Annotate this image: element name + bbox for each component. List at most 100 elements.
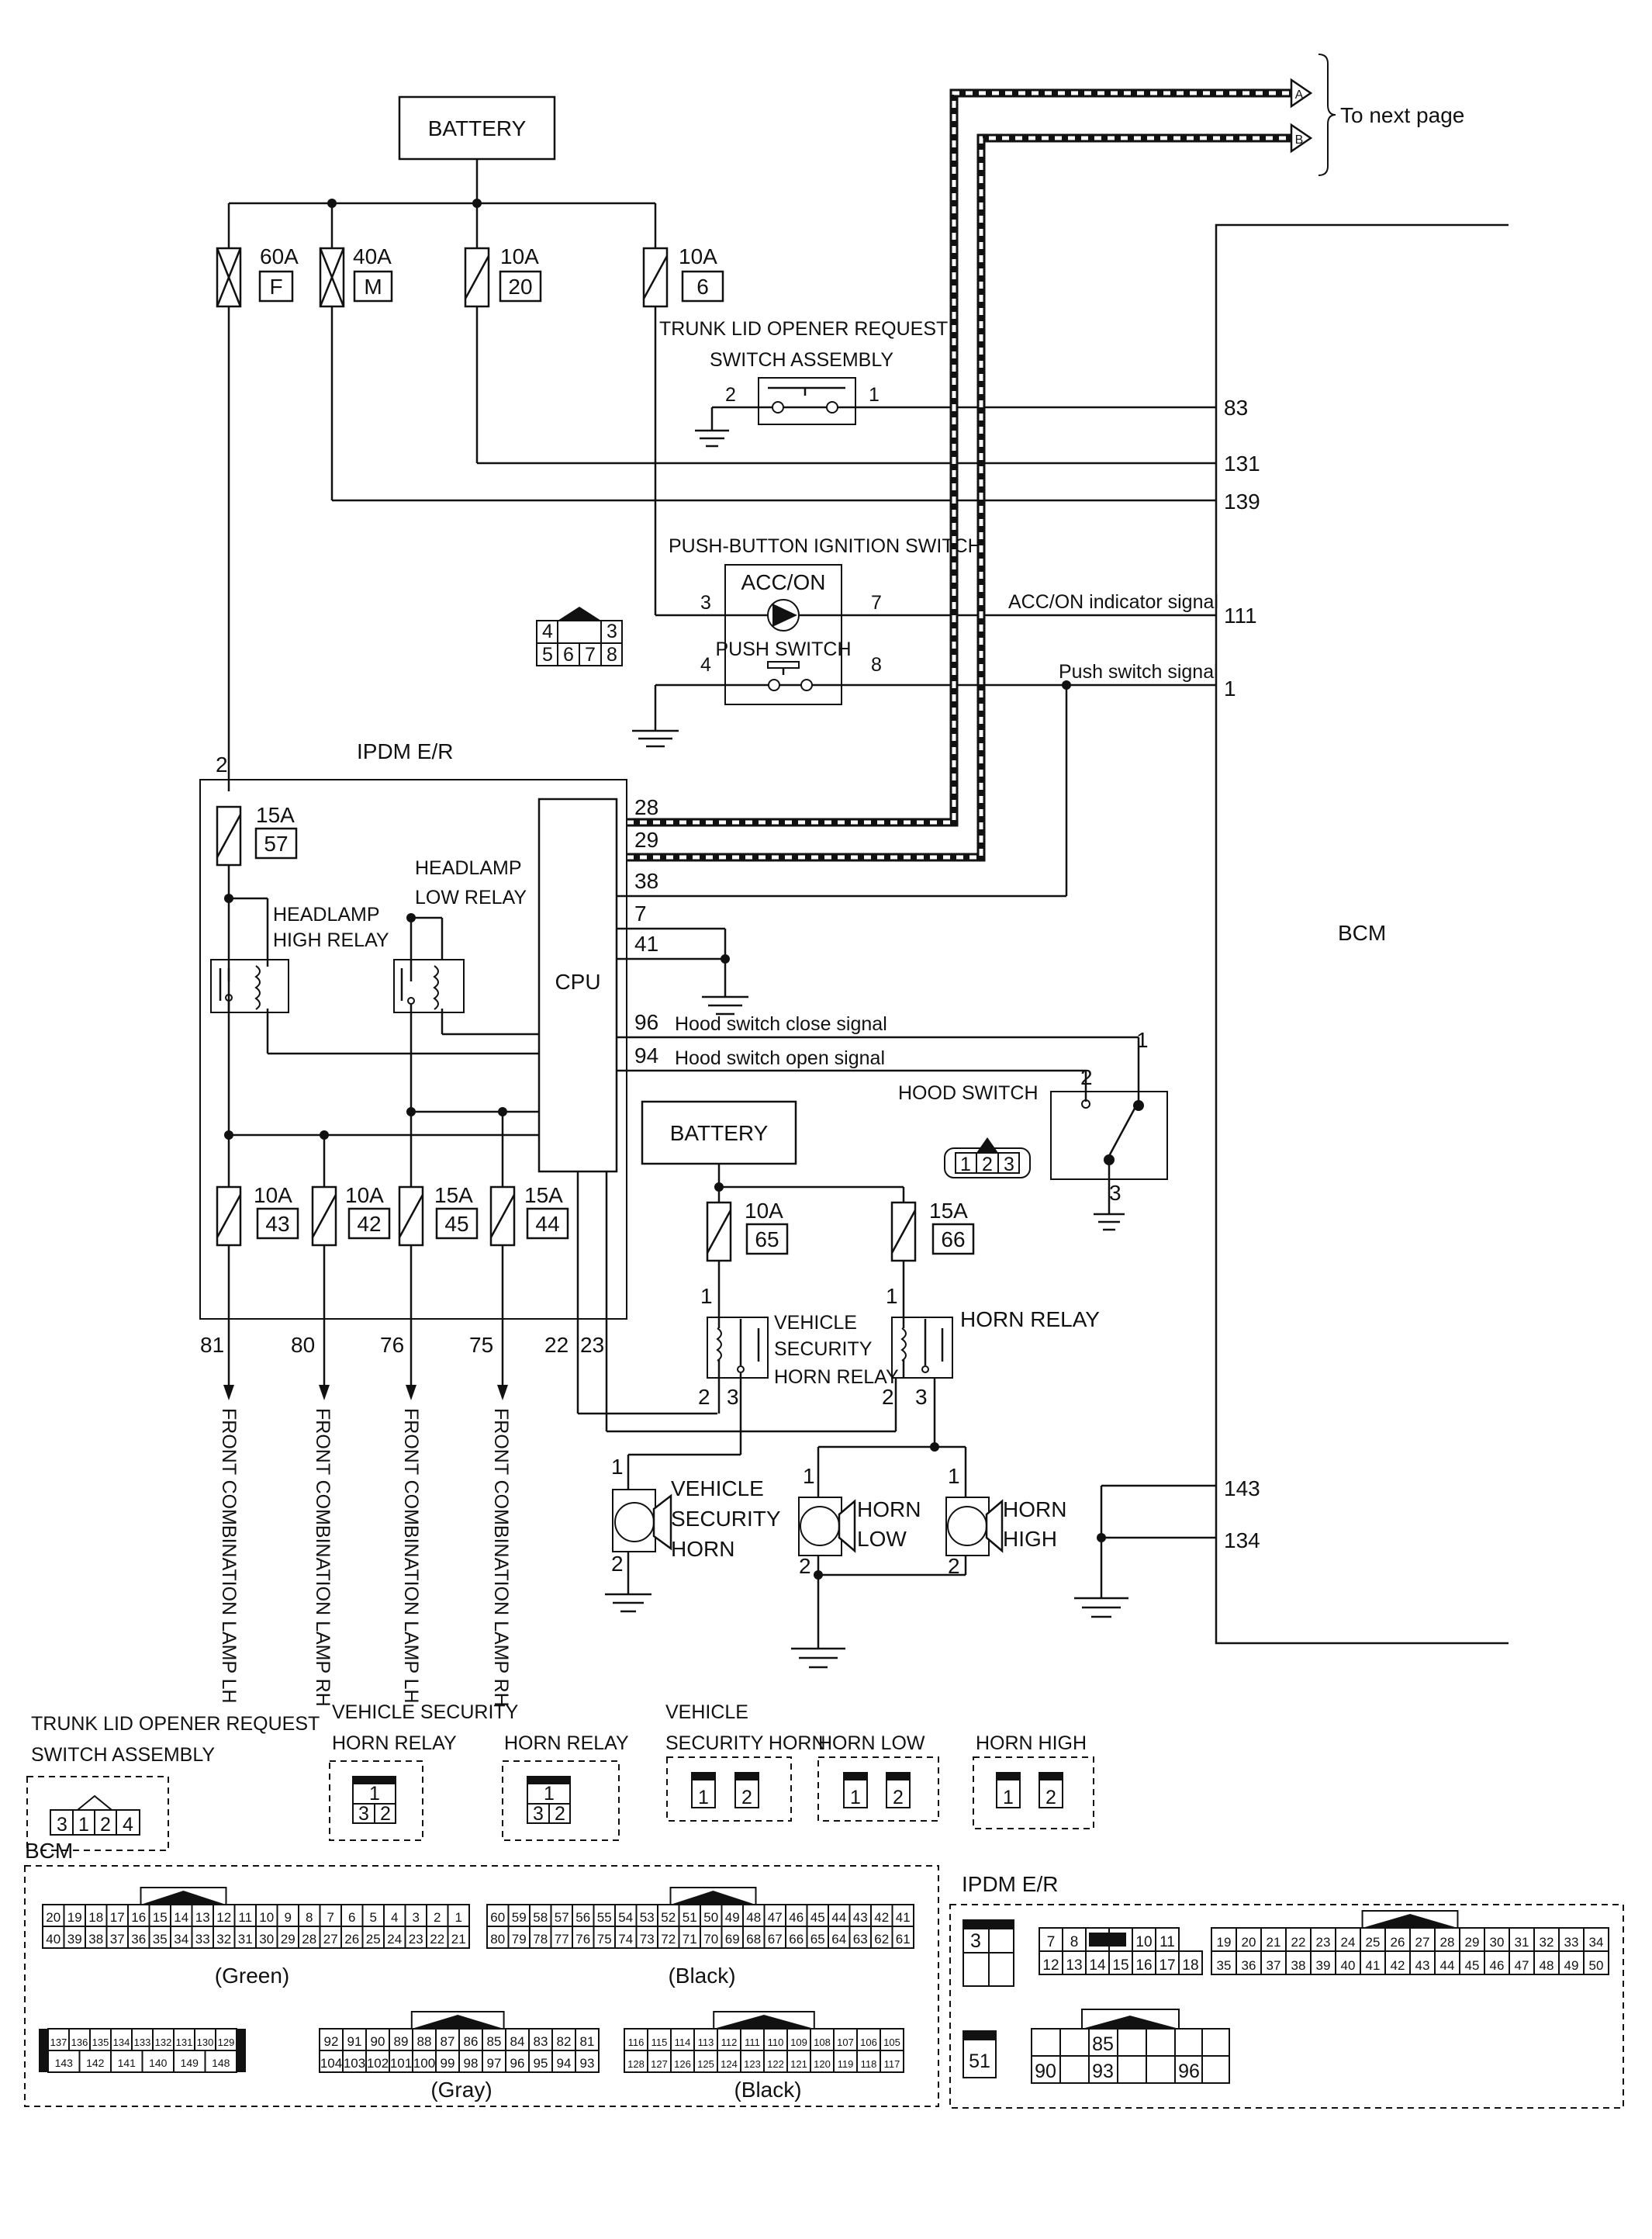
pin-label: 8 [306, 1910, 313, 1925]
fuse-amp: 10A [500, 244, 539, 268]
pin-label: 122 [767, 2058, 784, 2070]
fuse-65: 10A 65 [706, 1199, 789, 1262]
pin-label: 3 [57, 1814, 67, 1836]
pin-label: 60 [490, 1910, 505, 1925]
battery-mid [641, 1100, 797, 1165]
pin-label: 38 [1291, 1958, 1306, 1973]
pin-label: 93 [1092, 2061, 1114, 2082]
pin-label: 7 [634, 901, 647, 926]
pin-label: 2 [216, 753, 228, 777]
battery-mid-label: BATTERY [670, 1121, 769, 1145]
pin-label: 71 [683, 1932, 697, 1947]
pin-label: 46 [789, 1910, 804, 1925]
pin-cell [1178, 1950, 1203, 1975]
pin-label: 101 [390, 2056, 412, 2071]
connector-horn-relay: HORN RELAY 1 3 2 [502, 1732, 629, 1841]
pin-label: 143 [1224, 1476, 1260, 1500]
pin-label: 1 [1003, 1787, 1014, 1808]
pin-label: 82 [557, 2034, 572, 2049]
pin-label: 41 [1366, 1958, 1381, 1973]
push-switch-label: PUSH SWITCH [716, 638, 852, 660]
pin-label: 85 [1092, 2033, 1114, 2055]
pin-label: 34 [1589, 1935, 1604, 1950]
lamp-label: FRONT COMBINATION LAMP LH [400, 1408, 422, 1704]
pin-label: 28 [1440, 1935, 1455, 1950]
pin-label: 2 [893, 1787, 904, 1808]
pin-label: 96 [634, 1010, 658, 1034]
connector-title: VEHICLE [665, 1701, 748, 1723]
pin-label: 37 [110, 1932, 125, 1947]
pin-label: 2 [799, 1554, 811, 1578]
pin-label: 102 [367, 2056, 389, 2071]
pin-label: 117 [884, 2058, 900, 2070]
vehicle-security-horn: 1 2 VEHICLE SECURITY HORN [605, 1455, 781, 1613]
pin-label: 83 [1224, 396, 1248, 420]
pin-label: 75 [469, 1333, 493, 1357]
pin-label: 47 [1515, 1958, 1529, 1973]
pin-label: 3 [727, 1385, 739, 1409]
connector-color-label: (Gray) [430, 2078, 492, 2102]
pin-label: 97 [487, 2056, 502, 2071]
pin-cell [447, 1926, 470, 1949]
pin-label: 45 [1465, 1958, 1480, 1973]
pin-label: 149 [181, 2057, 199, 2069]
pin-label: 135 [92, 2037, 109, 2048]
pin-label: 44 [1440, 1958, 1455, 1973]
pin-label: 116 [628, 2037, 645, 2048]
pin-label: 1 [869, 384, 880, 406]
relay-label: VEHICLE [774, 1312, 857, 1334]
pin-label: 28 [302, 1932, 316, 1947]
pin-label: 86 [464, 2034, 479, 2049]
pin-label: 41 [896, 1910, 911, 1925]
connector-vs-horn: VEHICLE SECURITY HORN 1 2 [665, 1701, 826, 1822]
pin-label: 136 [71, 2037, 88, 2048]
pin-label: 134 [113, 2037, 130, 2048]
connector-horn-high: HORN HIGH 1 2 [973, 1732, 1094, 1829]
pin-label: 36 [131, 1932, 146, 1947]
connector-color-label: (Black) [734, 2078, 801, 2102]
pin-label: 112 [721, 2037, 738, 2048]
pin-label: 76 [380, 1333, 404, 1357]
pin-label: 111 [745, 2037, 760, 2048]
connector-title: HORN LOW [818, 1732, 925, 1754]
pin-label: 3 [1004, 1154, 1014, 1175]
can-line-b [627, 133, 1291, 862]
pin-label: 127 [651, 2058, 668, 2070]
fuse-43: 10A 43 [216, 1183, 299, 1247]
pin-label: 50 [703, 1910, 718, 1925]
pin-label: 8 [871, 654, 882, 676]
fuse-id: 66 [941, 1227, 965, 1251]
pin-label: 34 [174, 1932, 188, 1947]
pin-label: 133 [134, 2037, 151, 2048]
pin-label: 39 [1316, 1958, 1331, 1973]
pin-label: 30 [259, 1932, 274, 1947]
pin-label: 26 [344, 1932, 359, 1947]
pin-label: 132 [155, 2037, 172, 2048]
pin-label: 10 [259, 1910, 274, 1925]
pin-label: 94 [557, 2056, 572, 2071]
pin-label: 15 [153, 1910, 168, 1925]
pin-label: 113 [698, 2037, 714, 2048]
pin-label: 2 [555, 1803, 565, 1825]
signal-label: Hood switch open signal [675, 1047, 885, 1069]
connector-b-label: B [1295, 133, 1304, 147]
pin-label: 114 [675, 2037, 691, 2048]
pin-label: 6 [563, 644, 574, 666]
ipdm-connector-3: 3 [963, 1919, 1014, 1987]
horn-label: HORN [857, 1497, 921, 1521]
pin-label: 22 [544, 1333, 569, 1357]
pin-label: 23 [580, 1333, 604, 1357]
trunk-switch-box [758, 377, 856, 425]
pin-label: 3 [413, 1910, 420, 1925]
ipdm-connector-panel [949, 1904, 1624, 2109]
relay-label: HORN RELAY [774, 1366, 899, 1388]
pin-label: 24 [387, 1932, 402, 1947]
pin-label: 8 [607, 644, 617, 666]
pin-label: 35 [153, 1932, 168, 1947]
pin-label: 17 [1159, 1957, 1175, 1974]
